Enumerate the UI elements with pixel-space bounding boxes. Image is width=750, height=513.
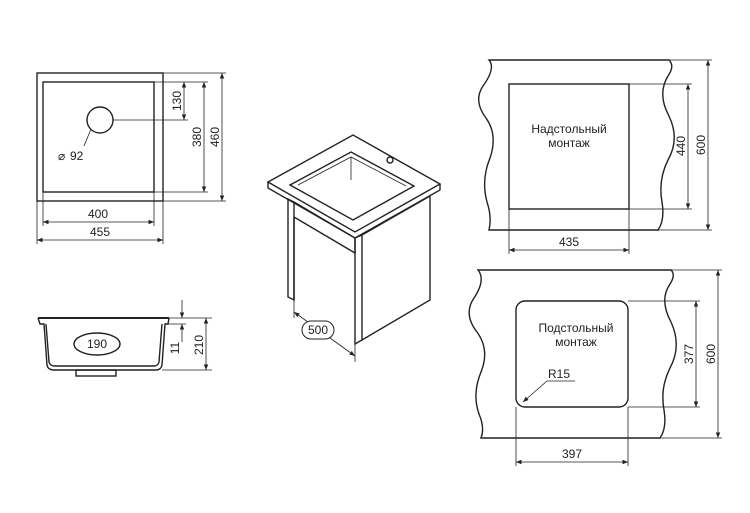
section-body-inner (45, 323, 163, 367)
drain-diameter-value: 92 (70, 149, 84, 163)
outer-height-dim: 460 (208, 127, 222, 147)
undermount-title-line2: монтаж (555, 335, 597, 349)
undermount-diagram: Подстольный монтаж R15 377 600 397 (468, 269, 722, 466)
drain-label: 190 (87, 337, 107, 351)
radius-leader (522, 380, 548, 403)
outer-width-dim: 455 (90, 225, 110, 239)
undermount-cutout (515, 300, 629, 408)
drain-label-ellipse (73, 332, 121, 356)
sink-top-view: ⌀ 92 130 380 460 400 455 (36, 72, 226, 244)
sink-bowl-outline (42, 81, 155, 193)
undermount-radius: R15 (548, 367, 570, 381)
cabinet-right-panel-edge (354, 233, 363, 346)
overmount-cutout-height: 440 (674, 136, 688, 156)
overmount-cutout-width: 435 (559, 235, 579, 249)
faucet-hole-iso (386, 156, 394, 164)
overmount-cutout (508, 83, 630, 210)
bowl-height-dim: 380 (190, 127, 204, 147)
sink-opening (288, 151, 416, 221)
diameter-leader (83, 128, 92, 147)
cabinet-width-badge (301, 320, 335, 340)
cabinet-isometric-view: 500 (266, 134, 442, 362)
overmount-title-line1: Надстольный (531, 122, 606, 136)
undermount-cutout-height: 377 (682, 344, 696, 364)
undermount-countertop (468, 269, 677, 439)
section-drain-outlet (75, 369, 117, 377)
bowl-width-dim: 400 (88, 207, 108, 221)
sink-section-view: 190 11 210 (37, 300, 212, 377)
cabinet-width-dim: 500 (308, 323, 328, 337)
overmount-diagram: Надстольный монтаж 440 600 435 (478, 59, 712, 254)
rim-dim: 11 (168, 341, 182, 354)
undermount-cutout-width: 397 (562, 447, 582, 461)
undermount-title-line1: Подстольный (538, 321, 613, 335)
cabinet-left-panel-edge (287, 197, 295, 302)
overmount-title-line2: монтаж (548, 136, 590, 150)
overmount-counter-depth: 600 (694, 135, 708, 155)
cabinet-side-panel (361, 194, 431, 341)
hole-dim: 130 (170, 91, 184, 111)
sink-outer-outline (36, 72, 164, 202)
diameter-symbol: ⌀ (58, 149, 65, 163)
undermount-counter-depth: 600 (704, 344, 718, 364)
depth-dim: 210 (192, 335, 206, 355)
